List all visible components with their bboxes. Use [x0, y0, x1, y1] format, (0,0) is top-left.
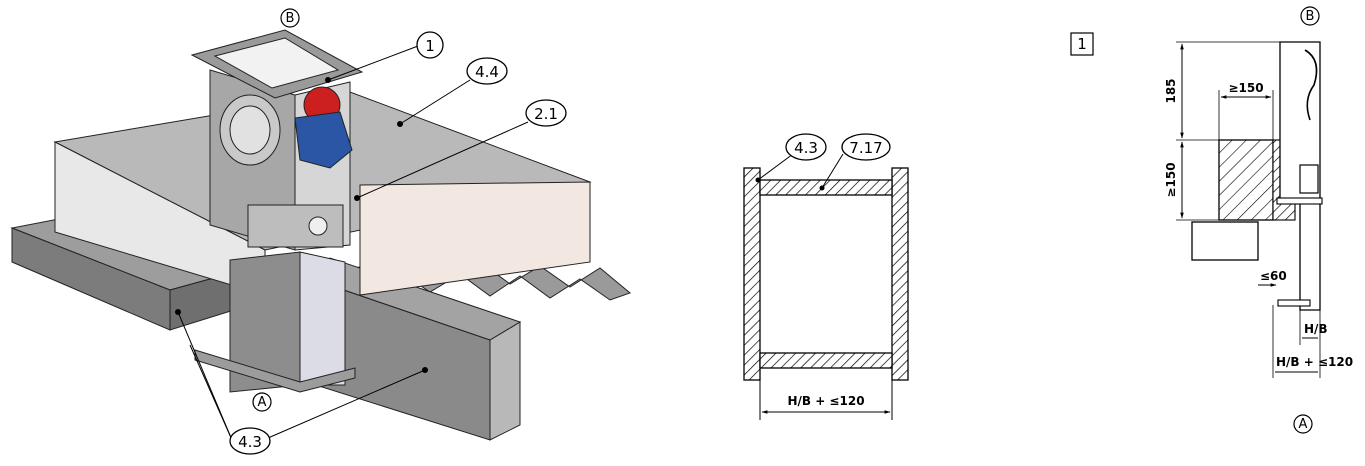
callout-1: [416, 31, 444, 59]
actuator-housing: [294, 111, 353, 169]
shaft-flange: [194, 349, 356, 393]
detail-view-marker-a-label: A: [1299, 417, 1308, 432]
leader-line-1: [327, 45, 419, 81]
detail-view: 1 B A 185 ≥150 ≥150 ≤60: [1070, 6, 1353, 434]
leader-dot-7-17: [819, 185, 825, 191]
leader-line-4-3-b: [189, 344, 233, 441]
view-marker-a-label: A: [258, 395, 267, 410]
dim-ge150-top: ≥150: [1228, 81, 1263, 95]
section-right-wall: [891, 167, 909, 381]
leader-dot-4-3-a: [175, 309, 181, 315]
leader-dot-4-4: [397, 121, 403, 127]
detail-actuator-outline: [1304, 49, 1318, 121]
detail-damper-blade: [1299, 164, 1319, 194]
detail-duct-section: [1191, 221, 1259, 261]
slab-front-right: [359, 181, 591, 296]
damper-blade-hub: [308, 216, 328, 236]
dim-hb: H/B: [1304, 322, 1328, 336]
section-top-board: [759, 179, 893, 196]
callout-2-1: [525, 99, 567, 127]
leader-dot-1: [325, 77, 331, 83]
view-marker-a: [252, 392, 272, 412]
leader-line-4-3-c: [267, 369, 426, 439]
callout-4-4: [466, 57, 508, 85]
detail-flange: [1276, 197, 1323, 205]
detail-slab-hatched: [1218, 139, 1274, 221]
dim-hb-plus: H/B + ≤120: [1276, 355, 1353, 369]
callout-4-3: [229, 427, 271, 455]
callout-7-17-label: 7.17: [849, 139, 882, 157]
leader-line-7-17: [821, 153, 844, 189]
shaft-right: [299, 251, 346, 386]
callout-1-label: 1: [425, 37, 435, 55]
damper-inspection-port-inner: [229, 105, 271, 155]
callout-4-3-section: [785, 133, 827, 161]
callout-7-17: [841, 133, 891, 161]
dim-185: 185: [1164, 78, 1178, 103]
leader-dot-4-3-c: [422, 367, 428, 373]
duct-right-end: [489, 321, 521, 441]
callout-4-3-label: 4.3: [238, 433, 262, 451]
detail-box-label: 1: [1077, 35, 1087, 53]
dim-ge150-side: ≥150: [1164, 162, 1178, 197]
detail-view-marker-a: [1293, 414, 1313, 434]
detail-box: [1070, 32, 1094, 56]
leader-line-4-4: [399, 79, 471, 125]
leader-dot-4-3-section: [755, 177, 761, 183]
callout-2-1-label: 2.1: [534, 105, 558, 123]
view-marker-b: [280, 8, 300, 28]
callout-4-4-label: 4.4: [475, 63, 499, 81]
top-flange-opening: [213, 37, 340, 89]
view-marker-b-label: B: [286, 11, 295, 26]
callout-4-3-section-label: 4.3: [794, 139, 818, 157]
leader-dot-2-1: [354, 195, 360, 201]
dim-section-width: H/B + ≤120: [787, 394, 864, 408]
detail-bottom-flange: [1277, 299, 1311, 307]
detail-view-marker-b: [1300, 6, 1320, 26]
leader-line-4-3-section: [757, 153, 794, 181]
section-left-wall: [743, 167, 761, 381]
detail-view-marker-b-label: B: [1306, 9, 1315, 24]
leader-line-2-1: [356, 121, 529, 199]
isometric-view: 1 4.4 2.1 4.3 B A: [10, 8, 631, 455]
section-view: H/B + ≤120 4.3 7.17: [743, 133, 909, 420]
damper-blade-housing: [247, 204, 344, 248]
dim-le60: ≤60: [1260, 269, 1287, 283]
section-bottom-board: [759, 352, 893, 369]
